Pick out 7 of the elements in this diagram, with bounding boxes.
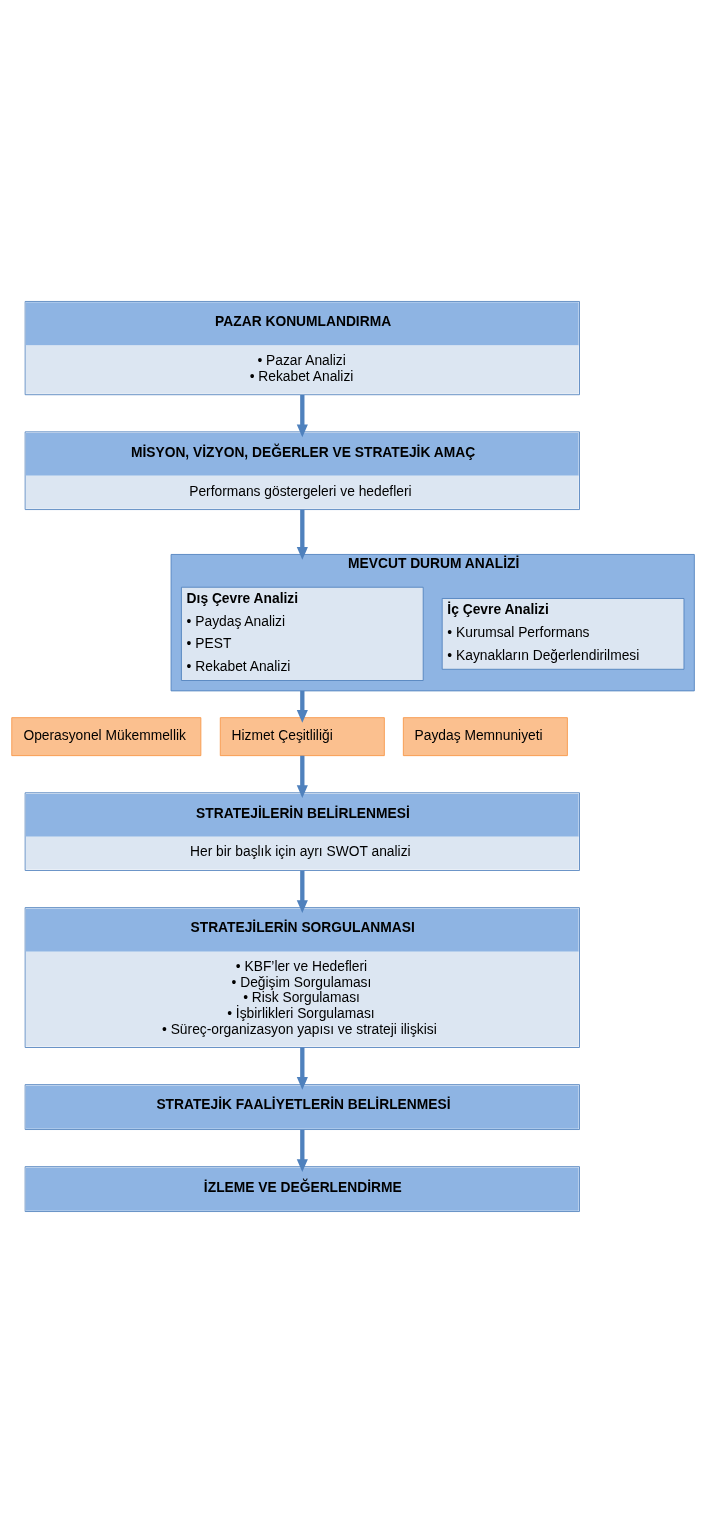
arrow	[296, 1047, 308, 1090]
arrow	[296, 1129, 308, 1172]
arrow	[296, 690, 308, 723]
arrow	[296, 395, 308, 438]
arrow	[296, 509, 308, 560]
arrow	[296, 870, 308, 913]
arrow	[296, 755, 308, 798]
